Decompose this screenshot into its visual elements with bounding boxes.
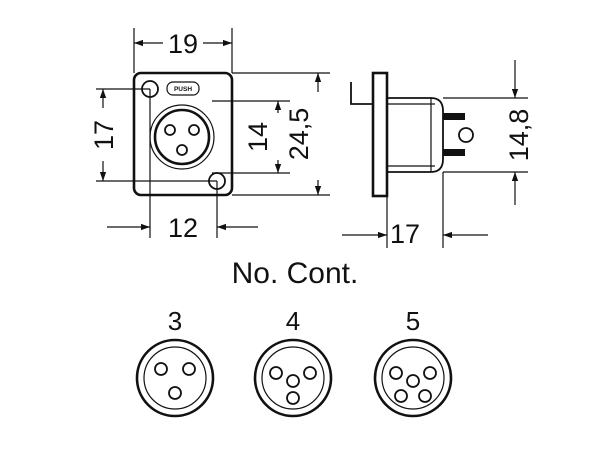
contact-hole bbox=[176, 144, 188, 156]
contact-pin bbox=[303, 366, 317, 380]
dimension-depth-label: 17 bbox=[390, 219, 420, 249]
contact-pin bbox=[394, 389, 408, 403]
contact-count-label: 5 bbox=[406, 306, 420, 336]
contact-pin bbox=[418, 389, 432, 403]
receptacle-inner-ring bbox=[153, 108, 211, 166]
dimension-body-height-label: 14,8 bbox=[504, 109, 534, 162]
connector-face-inner bbox=[261, 346, 325, 410]
connector-face-outer bbox=[135, 338, 215, 418]
dimension-hole-vertical-label: 17 bbox=[89, 120, 119, 150]
front-view: PUSH 19 17 14 24,5 1 bbox=[89, 28, 330, 243]
housing-body bbox=[387, 97, 444, 173]
dimension-hole-horizontal-label: 12 bbox=[168, 213, 198, 243]
dimension-inner-height-label: 14 bbox=[243, 122, 273, 152]
receptacle-outer-ring bbox=[149, 104, 215, 170]
contact-pin bbox=[423, 366, 437, 380]
connector-face-inner bbox=[381, 346, 445, 410]
contact-variant-3: 3 bbox=[135, 306, 215, 418]
contact-pin bbox=[269, 366, 283, 380]
contacts-heading: No. Cont. bbox=[232, 257, 359, 290]
contact-variant-5: 5 bbox=[373, 306, 453, 418]
connector-face-inner bbox=[143, 346, 207, 410]
connector-face-outer bbox=[373, 338, 453, 418]
contact-pin bbox=[182, 362, 196, 376]
solder-terminal bbox=[443, 113, 465, 120]
solder-terminal bbox=[443, 149, 465, 156]
contact-hole bbox=[164, 124, 176, 136]
contact-pin bbox=[154, 362, 168, 376]
solder-cup bbox=[458, 127, 474, 143]
side-flange bbox=[371, 71, 389, 198]
contact-variant-4: 4 bbox=[253, 306, 333, 418]
front-flange-plate bbox=[132, 71, 234, 197]
push-label: PUSH bbox=[174, 86, 192, 93]
side-view: 17 14,8 bbox=[342, 60, 534, 249]
contact-pin bbox=[406, 374, 420, 388]
contact-pin bbox=[168, 386, 182, 400]
contact-pin bbox=[286, 391, 300, 405]
contact-count-label: 3 bbox=[168, 306, 182, 336]
contact-pin bbox=[286, 374, 300, 388]
dimension-width-label: 19 bbox=[168, 29, 198, 59]
push-latch bbox=[166, 81, 200, 96]
dimension-overall-height-label: 24,5 bbox=[284, 108, 314, 161]
contact-pin bbox=[389, 366, 403, 380]
contact-hole bbox=[188, 124, 200, 136]
latch-tab bbox=[350, 82, 373, 105]
contact-count-label: 4 bbox=[286, 306, 300, 336]
connector-face-outer bbox=[253, 338, 333, 418]
